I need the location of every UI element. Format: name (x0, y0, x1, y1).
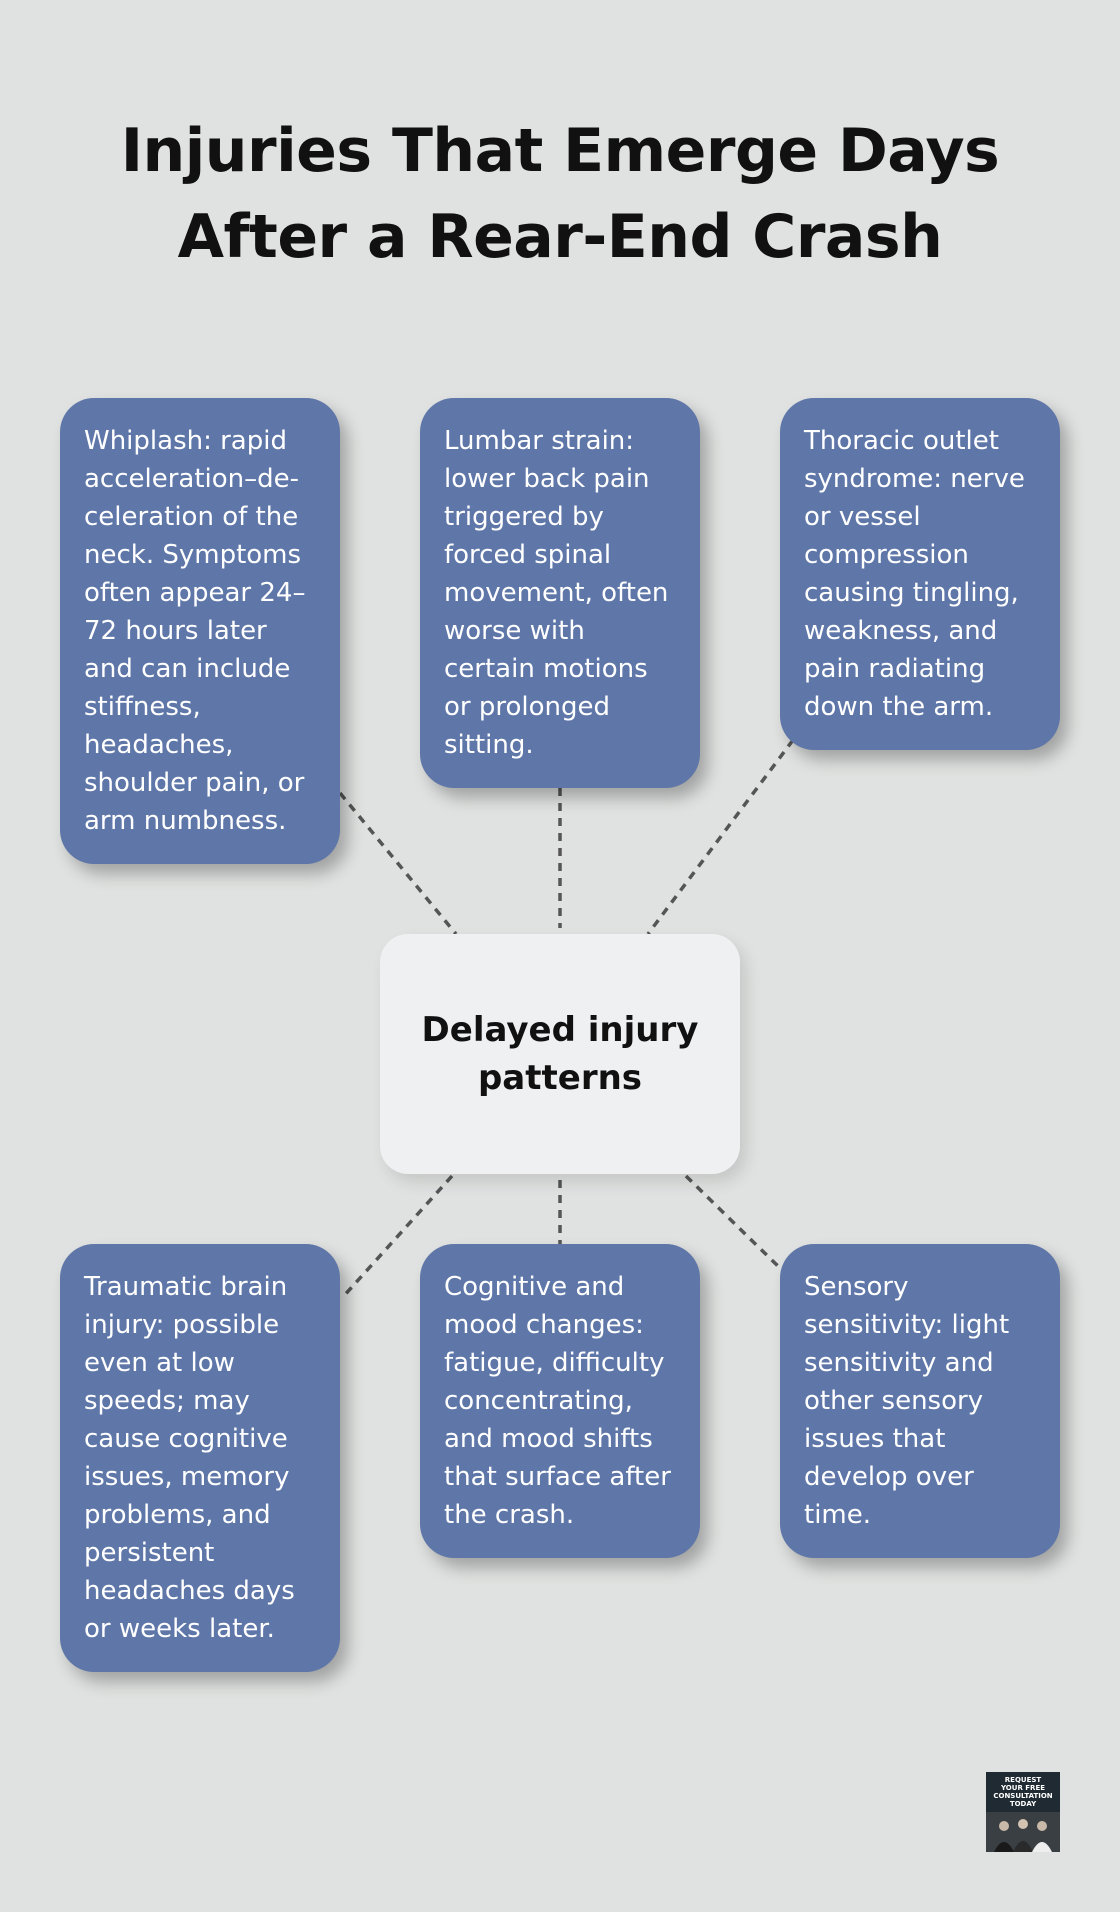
node-cognitive-mood-text: Cognitive and mood changes: fatigue, dif… (444, 1272, 671, 1530)
node-thoracic-outlet: Thoracic outlet syndrome: nerve or vesse… (780, 398, 1060, 750)
node-whiplash-text: Whiplash: rapid acceleration–de-celerati… (84, 426, 306, 836)
node-sensory-sensitivity-text: Sensory sensitivity: light sensitivity a… (804, 1272, 1010, 1530)
connector-top-left (338, 791, 458, 936)
connector-top-right (646, 738, 795, 936)
consultation-logo[interactable]: REQUEST YOUR FREE CONSULTATION TODAY (986, 1772, 1060, 1852)
node-lumbar-strain: Lumbar strain: lower back pain triggered… (420, 398, 700, 788)
people-photo-icon (986, 1812, 1060, 1852)
connector-bottom-right (684, 1174, 784, 1272)
node-lumbar-strain-text: Lumbar strain: lower back pain triggered… (444, 426, 669, 760)
node-cognitive-mood: Cognitive and mood changes: fatigue, dif… (420, 1244, 700, 1558)
node-thoracic-outlet-text: Thoracic outlet syndrome: nerve or vesse… (804, 426, 1025, 722)
connector-bottom-left (340, 1174, 454, 1300)
node-traumatic-brain-injury: Traumatic brain injury: possible even at… (60, 1244, 340, 1672)
center-node: Delayed injury patterns (380, 934, 740, 1174)
consultation-logo-text: REQUEST YOUR FREE CONSULTATION TODAY (993, 1776, 1053, 1808)
node-traumatic-brain-injury-text: Traumatic brain injury: possible even at… (84, 1272, 295, 1644)
diagram-title: Injuries That Emerge Days After a Rear-E… (120, 116, 1000, 272)
node-whiplash: Whiplash: rapid acceleration–de-celerati… (60, 398, 340, 864)
node-sensory-sensitivity: Sensory sensitivity: light sensitivity a… (780, 1244, 1060, 1558)
center-node-label: Delayed injury patterns (421, 1010, 699, 1098)
